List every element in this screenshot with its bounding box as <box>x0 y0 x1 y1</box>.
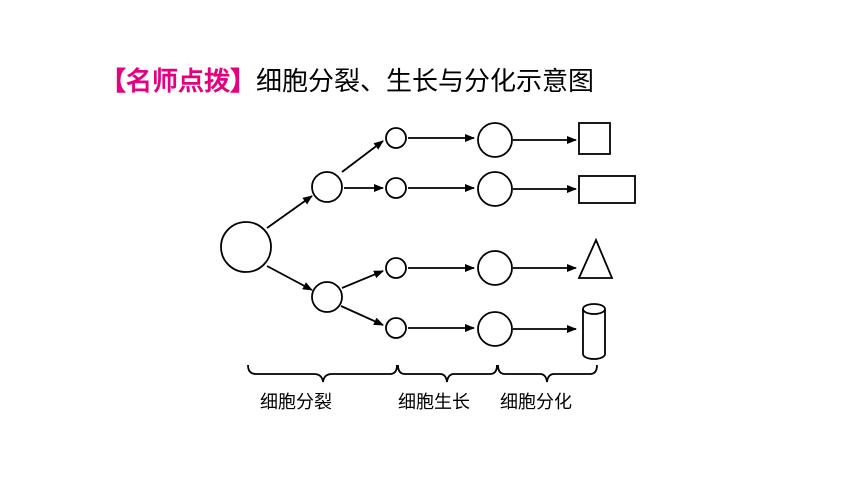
grown-cell <box>477 122 513 158</box>
small-cell <box>385 127 407 149</box>
brace-differentiation <box>497 364 598 383</box>
stage-label-division: 细胞分裂 <box>260 392 332 413</box>
daughter-cell-top <box>311 171 343 203</box>
grown-cell <box>477 311 513 347</box>
division-arrow <box>266 265 313 291</box>
grown-cell <box>477 250 513 286</box>
division-arrow <box>341 140 384 173</box>
small-cell <box>385 317 407 339</box>
division-arrow <box>340 305 384 326</box>
brace-growth <box>397 364 498 383</box>
triangle-cell <box>577 237 614 279</box>
grown-cell <box>477 171 513 207</box>
division-arrow <box>341 270 384 289</box>
division-arrow <box>266 195 313 229</box>
brace-division <box>247 364 398 383</box>
stage-label-differentiation: 细胞分化 <box>500 392 572 413</box>
title-text: 细胞分裂、生长与分化示意图 <box>256 67 595 97</box>
title-tag: 【名师点拨】 <box>100 67 257 97</box>
diagram-title: 【名师点拨】细胞分裂、生长与分化示意图 <box>100 64 594 100</box>
square-cell <box>578 122 611 155</box>
small-cell <box>385 257 407 279</box>
cylinder-cell <box>582 303 606 360</box>
small-cell <box>385 177 407 199</box>
daughter-cell-bottom <box>311 281 343 313</box>
rectangle-cell <box>578 175 636 204</box>
parent-cell <box>220 221 272 273</box>
stage-label-growth: 细胞生长 <box>398 392 470 413</box>
